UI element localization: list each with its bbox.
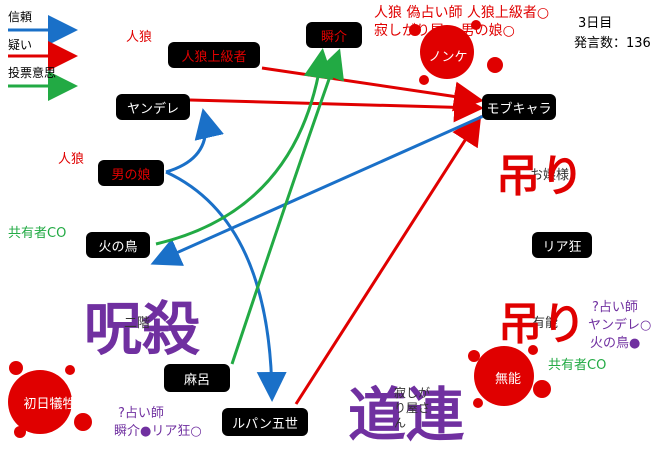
node-asaro-label: 麻呂 <box>183 372 210 388</box>
fake-seer-line-2: 寂しがり屋● 男の娘○ <box>374 23 515 39</box>
node-riakyou-label: リア狂 <box>542 239 582 255</box>
node-mobchara-label: モブキャラ <box>486 101 552 117</box>
speech-count: 発言数：136 <box>574 36 651 51</box>
edge-asaro-to-shunsuke <box>230 48 345 365</box>
partner-co-right: 共有者CO <box>548 358 607 373</box>
node-hinotori-label: 火の鳥 <box>98 239 138 255</box>
edge-yandere-to-mobchara <box>189 92 484 123</box>
seer-claim-left-2: 瞬介●リア狂○ <box>114 424 202 439</box>
node-shunsuke-label: 瞬介 <box>320 29 347 45</box>
node-asaro[interactable]: 麻呂 <box>164 364 230 392</box>
node-jinrou-joukyu-label: 人狼上級者 <box>181 49 247 65</box>
legend-doubt-label: 疑い <box>8 38 33 52</box>
legend-vote-label: 投票意思 <box>8 66 57 80</box>
node-sabishigari[interactable]: 寂しがり屋さん <box>394 386 431 430</box>
blood-splatter-shonichi <box>8 361 92 438</box>
node-shonichi[interactable]: 初日犠牲者 <box>10 388 102 416</box>
node-yuunou[interactable]: 有能 <box>532 316 559 331</box>
edge-otokonoko-to-lupin <box>165 170 287 402</box>
node-ojousama[interactable]: お嬢様 <box>530 168 570 183</box>
seer-claim-right-2: ヤンデレ○ <box>588 318 652 333</box>
curse-kill-stamp: 呪殺 <box>84 295 201 363</box>
legend-trust-label: 信頼 <box>8 10 33 24</box>
day-indicator: 3日目 <box>578 16 613 31</box>
node-munou-label: 無能 <box>494 371 521 387</box>
blood-splatter-nonke <box>409 20 503 85</box>
edge-lupin-to-mobchara <box>294 114 482 405</box>
edge-hinotori-to-shunsuke <box>155 48 334 246</box>
edge-otokonoko-to-yandere <box>165 108 224 174</box>
wolf-label-2: 人狼 <box>58 152 85 167</box>
node-lupin-label: ルパン五世 <box>232 416 298 432</box>
node-nonke-label: ノンケ <box>428 49 468 65</box>
node-otokonoko-label: 男の娘 <box>111 167 151 183</box>
wolf-label-1: 人狼 <box>126 30 153 45</box>
node-hinotori[interactable]: 火の鳥 <box>86 232 150 258</box>
node-munou[interactable]: 無能 <box>484 364 532 390</box>
partner-co-left: 共有者CO <box>8 226 67 241</box>
edge-jinrou-to-mobchara <box>261 66 484 112</box>
node-yandere[interactable]: ヤンデレ <box>116 94 190 120</box>
node-nonke[interactable]: ノンケ <box>420 42 476 68</box>
node-shonichi-label: 初日犠牲者 <box>23 396 89 412</box>
hanged-stamp-ojousama: 吊り <box>496 151 584 202</box>
node-lupin[interactable]: ルパン五世 <box>222 408 308 436</box>
seer-claim-right-3: 火の鳥● <box>590 336 641 351</box>
node-yandere-label: ヤンデレ <box>126 101 179 117</box>
node-shunsuke[interactable]: 瞬介 <box>306 22 362 48</box>
node-jinrou-joukyu[interactable]: 人狼上級者 <box>168 42 260 68</box>
node-riakyou[interactable]: リア狂 <box>532 232 592 258</box>
seer-claim-right-1: ?占い師 <box>592 300 638 315</box>
hanged-stamp-yuunou: 吊り <box>498 299 586 350</box>
node-otokonoko[interactable]: 男の娘 <box>98 160 164 186</box>
node-nikai[interactable]: 二階 <box>124 316 151 331</box>
blood-splatter-munou <box>468 345 551 408</box>
edge-mobchara-to-hinotori <box>150 112 489 266</box>
seer-claim-left-1: ?占い師 <box>118 406 164 421</box>
fake-seer-line-1: 人狼 偽占い師 人狼上級者○ <box>374 5 550 21</box>
michizure-stamp: 道連 <box>348 381 465 449</box>
node-mobchara[interactable]: モブキャラ <box>482 94 556 120</box>
